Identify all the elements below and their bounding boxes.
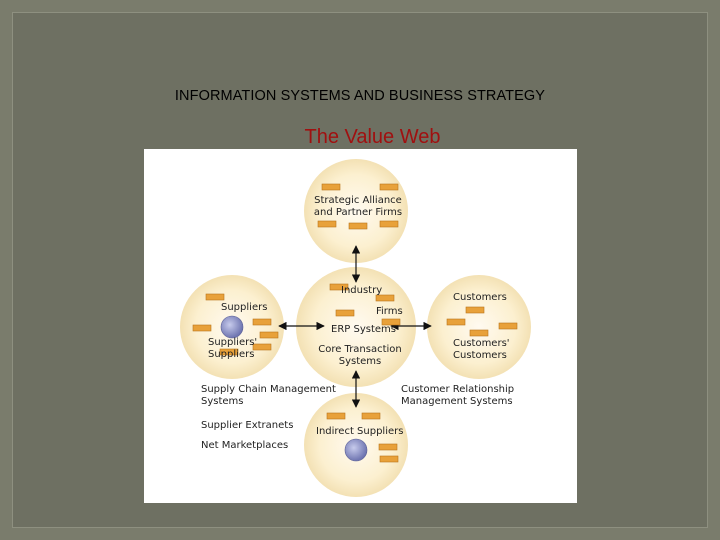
slide-subtitle: The Value Web bbox=[304, 126, 441, 148]
value-web-graphic bbox=[180, 159, 531, 497]
slide-heading: INFORMATION SYSTEMS AND BUSINESS STRATEG… bbox=[174, 88, 546, 104]
net-marketplaces-label: Net Marketplaces bbox=[201, 440, 289, 451]
firms-label: Firms bbox=[376, 306, 403, 317]
industry-label: Industry bbox=[341, 285, 383, 296]
customers-customers-label: Customers' Customers bbox=[453, 338, 510, 361]
firm-boxes bbox=[192, 183, 518, 463]
customers-circle bbox=[427, 275, 531, 379]
suppliers-suppliers-label: Suppliers' Suppliers bbox=[208, 337, 258, 360]
erp-systems-label: ERP Systems bbox=[331, 324, 396, 335]
indirect-suppliers-label: Indirect Suppliers bbox=[316, 426, 404, 437]
customers-label: Customers bbox=[453, 292, 507, 303]
supplier-extranets-label: Supplier Extranets bbox=[201, 420, 294, 431]
indirect-globe-icon bbox=[344, 438, 368, 462]
partner-firms-label: Strategic Alliance and Partner Firms bbox=[313, 195, 403, 218]
suppliers-globe-icon bbox=[220, 315, 244, 339]
core-transaction-label: Core Transaction Systems bbox=[318, 344, 402, 367]
value-web-diagram: Strategic Alliance and Partner Firms Ind… bbox=[144, 149, 577, 503]
suppliers-label: Suppliers bbox=[221, 302, 268, 313]
crm-label: Customer Relationship Management Systems bbox=[401, 384, 515, 407]
scm-label: Supply Chain Management Systems bbox=[201, 384, 336, 407]
